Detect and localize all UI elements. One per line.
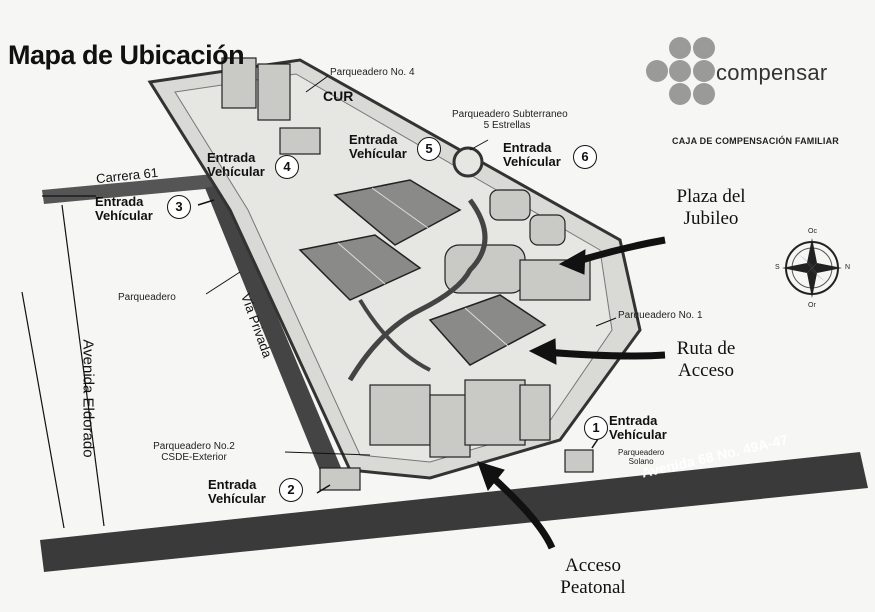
entrance-label-5: Entrada Vehícular [349, 133, 407, 161]
entrance-number-2: 2 [279, 478, 303, 502]
ruta-acceso-line1: Ruta de [676, 338, 736, 359]
parqueadero2-label: Parqueadero No.2 CSDE-Exterior [134, 441, 254, 463]
compass-right-label: N [845, 264, 851, 271]
plaza-jubileo-line1: Plaza del [676, 186, 746, 207]
entrance-number-4: 4 [275, 155, 299, 179]
entrance-2-line1: Entrada [208, 477, 257, 492]
entrance-number-1: 1 [584, 416, 608, 440]
acceso-peatonal-line2: Peatonal [560, 577, 626, 598]
acceso-peatonal-callout: Acceso Peatonal [548, 555, 638, 599]
entrance-3-line2: Vehícular [95, 208, 153, 223]
ruta-acceso-callout: Ruta de Acceso [666, 338, 746, 382]
entrance-6-line2: Vehícular [503, 154, 561, 169]
parqueadero-solano-line1: Parqueadero [618, 448, 665, 457]
access-route-branch [358, 298, 431, 372]
entrance-label-6: Entrada Vehícular [503, 141, 561, 169]
entrance-6-line1: Entrada [503, 140, 552, 155]
parqueadero-subterraneo-line1: Parqueadero Subterraneo [452, 109, 568, 120]
entrance-3-line1: Entrada [95, 194, 144, 209]
roundabout [452, 146, 484, 178]
entrance-label-2: Entrada Vehícular [208, 478, 266, 506]
brand-name: compensar [716, 60, 828, 85]
parqueadero2-line1: Parqueadero No.2 [153, 441, 235, 452]
cur-label: CUR [323, 88, 354, 104]
entrance-label-4: Entrada Vehícular [207, 151, 265, 179]
entrance-4-line1: Entrada [207, 150, 256, 165]
eldorado-edge-left [61, 204, 105, 527]
entrance-number-6: 6 [573, 145, 597, 169]
parqueadero1-label: Parqueadero No. 1 [618, 310, 703, 321]
entrance-5-line1: Entrada [349, 132, 398, 147]
callout-arrows [197, 75, 666, 550]
entrance-1-line1: Entrada [609, 413, 658, 428]
compass-top-label: Oc [808, 228, 817, 235]
entrance-5-line2: Vehícular [349, 146, 407, 161]
eldorado-edge-outer [21, 291, 65, 529]
entrance-number-5: 5 [417, 137, 441, 161]
entrance-1-line2: Vehícular [609, 427, 667, 442]
avenida-eldorado-label: Avenida Eldorado [79, 339, 97, 458]
entrance-4-line2: Vehícular [207, 164, 265, 179]
entrance-label-1: Entrada Vehícular [609, 414, 667, 442]
avenida68-road [40, 452, 868, 572]
acceso-peatonal-line1: Acceso [565, 555, 621, 576]
soccer-fields [298, 179, 547, 366]
ruta-acceso-line2: Acceso [678, 360, 734, 381]
parqueadero-solano-label: Parqueadero Solano [618, 448, 664, 466]
entrance-2-line2: Vehícular [208, 491, 266, 506]
compass-rose-icon [782, 238, 842, 298]
parqueadero-subterraneo-line2: 5 Estrellas [483, 120, 531, 131]
plaza-jubileo-line2: Jubileo [683, 208, 739, 229]
parqueadero-subterraneo-label: Parqueadero Subterraneo 5 Estrellas [452, 109, 568, 131]
parqueadero-label: Parqueadero [118, 292, 176, 303]
compass-bottom-label: Or [808, 302, 816, 309]
parqueadero4-label: Parqueadero No. 4 [330, 67, 415, 78]
brand-tagline: CAJA DE COMPENSACIÓN FAMILIAR [672, 136, 839, 146]
access-route [347, 198, 488, 382]
compass-left-label: S [775, 264, 780, 271]
entrance-label-3: Entrada Vehícular [95, 195, 153, 223]
page-title: Mapa de Ubicación [8, 40, 245, 70]
parqueadero2-line2: CSDE-Exterior [161, 452, 227, 463]
logo-circles-icon [646, 37, 715, 105]
entrance-number-3: 3 [167, 195, 191, 219]
via-privada-road [205, 184, 342, 476]
parqueadero-solano-line2: Solano [628, 457, 654, 466]
plaza-jubileo-callout: Plaza del Jubileo [666, 186, 756, 230]
